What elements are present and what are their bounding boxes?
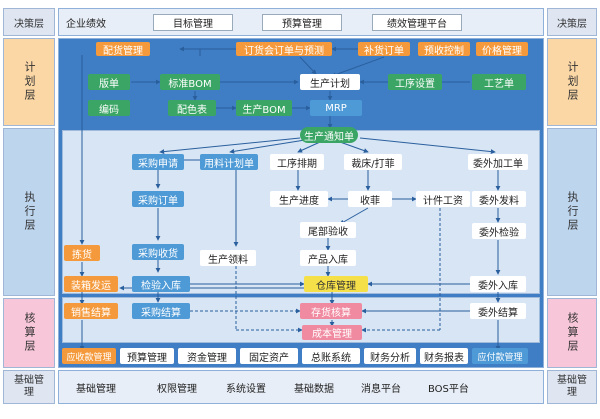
- process-schedule-node[interactable]: 工序排期: [270, 154, 324, 170]
- distribution-management-node[interactable]: 配货管理: [96, 42, 150, 57]
- base-management-label: 基础管理: [76, 383, 116, 395]
- purchase-request-node[interactable]: 采购申请: [132, 154, 184, 170]
- outsource-check-node[interactable]: 委外检验: [472, 223, 526, 239]
- permission-management-item[interactable]: 权限管理: [157, 383, 197, 395]
- standard-bom-node[interactable]: 标准BOM: [160, 74, 220, 90]
- style-sheet-node[interactable]: 版单: [88, 74, 130, 90]
- fixed-assets-node[interactable]: 固定资产: [240, 348, 298, 364]
- goal-management-box[interactable]: 目标管理: [153, 14, 233, 31]
- tier-label-plan-right: 计划层: [547, 38, 597, 126]
- inspect-in-node[interactable]: 检验入库: [132, 276, 190, 292]
- tier-label-exec-right: 执行层: [547, 128, 597, 296]
- collect-node[interactable]: 收菲: [348, 191, 392, 207]
- code-node[interactable]: 编码: [88, 100, 130, 116]
- tier-label-base-right: 基础管理: [547, 370, 597, 404]
- bos-platform-item[interactable]: BOS平台: [428, 383, 469, 395]
- purchase-settle-node[interactable]: 采购结算: [132, 303, 190, 319]
- outsource-order-node[interactable]: 委外加工单: [468, 154, 528, 170]
- purchase-order-node[interactable]: 采购订单: [132, 191, 184, 207]
- base-data-item[interactable]: 基础数据: [294, 383, 334, 395]
- budget-accounting-node[interactable]: 预算管理: [120, 348, 174, 364]
- piece-wage-node[interactable]: 计件工资: [416, 191, 470, 207]
- replenish-order-node[interactable]: 补货订单: [358, 42, 410, 57]
- budget-management-box[interactable]: 预算管理: [262, 14, 342, 31]
- production-issue-node[interactable]: 生产领料: [200, 250, 256, 266]
- tier-label-accounting-right: 核算层: [547, 298, 597, 368]
- system-settings-item[interactable]: 系统设置: [226, 383, 266, 395]
- price-management-node[interactable]: 价格管理: [476, 42, 528, 57]
- outsource-in-node[interactable]: 委外入库: [470, 276, 526, 292]
- general-ledger-node[interactable]: 总账系统: [302, 348, 360, 364]
- material-plan-node[interactable]: 用料计划单: [200, 154, 258, 170]
- outsource-issue-node[interactable]: 委外发料: [472, 191, 526, 207]
- color-table-node[interactable]: 配色表: [168, 100, 216, 116]
- cutting-node[interactable]: 裁床/打菲: [344, 154, 402, 170]
- tier-label-decision-right: 决策层: [547, 8, 597, 36]
- advance-control-node[interactable]: 预收控制: [418, 42, 470, 57]
- production-progress-node[interactable]: 生产进度: [270, 191, 328, 207]
- payable-node[interactable]: 应付款管理: [472, 348, 528, 364]
- performance-platform-box[interactable]: 绩效管理平台: [372, 14, 462, 31]
- production-bom-node[interactable]: 生产BOM: [236, 100, 292, 116]
- message-platform-item[interactable]: 消息平台: [361, 383, 401, 395]
- receivable-node[interactable]: 应收款管理: [62, 348, 116, 364]
- financial-analysis-node[interactable]: 财务分析: [364, 348, 416, 364]
- pack-ship-node[interactable]: 装箱发运: [64, 276, 118, 292]
- craft-sheet-node[interactable]: 工艺单: [472, 74, 526, 90]
- process-setup-node[interactable]: 工序设置: [388, 74, 442, 90]
- warehouse-management-node[interactable]: 仓库管理: [304, 276, 368, 292]
- order-meeting-forecast-node[interactable]: 订货会订单与预测: [236, 42, 332, 57]
- production-notice-node[interactable]: 生产通知单: [300, 127, 358, 143]
- enterprise-performance-label: 企业绩效: [66, 18, 106, 30]
- base-band: [58, 370, 544, 404]
- tier-label-exec: 执行层: [3, 128, 55, 296]
- mrp-node[interactable]: MRP: [310, 100, 362, 116]
- tail-check-node[interactable]: 尾部验收: [300, 222, 356, 238]
- production-plan-node[interactable]: 生产计划: [300, 74, 360, 90]
- tier-label-accounting: 核算层: [3, 298, 55, 368]
- pick-node[interactable]: 拣货: [64, 245, 100, 261]
- financial-report-node[interactable]: 财务报表: [420, 348, 468, 364]
- inventory-check-node[interactable]: 存货核算: [300, 303, 362, 319]
- tier-label-decision: 决策层: [3, 8, 55, 36]
- purchase-receipt-node[interactable]: 采购收货: [132, 244, 184, 260]
- tier-label-base: 基础管理: [3, 370, 55, 404]
- sales-settle-node[interactable]: 销售结算: [64, 303, 118, 319]
- fund-management-node[interactable]: 资金管理: [178, 348, 236, 364]
- outsource-settle-node[interactable]: 委外结算: [470, 303, 526, 319]
- product-in-node[interactable]: 产品入库: [300, 250, 356, 266]
- cost-management-node[interactable]: 成本管理: [302, 325, 362, 340]
- tier-label-plan: 计划层: [3, 38, 55, 126]
